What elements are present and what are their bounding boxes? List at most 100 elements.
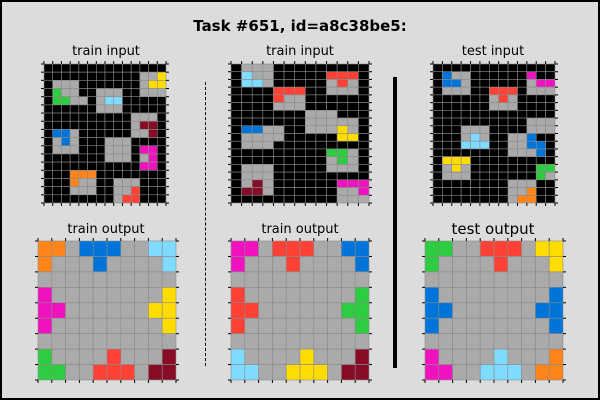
grid-cell <box>507 133 518 142</box>
grid-cell <box>43 169 54 179</box>
grid-cell <box>258 287 273 304</box>
grid-cell <box>517 179 528 188</box>
grid-cell <box>498 117 509 127</box>
grid-cell <box>69 169 80 179</box>
grid-cell <box>251 125 264 134</box>
grid-cell <box>442 194 453 204</box>
grid-cell <box>241 102 253 111</box>
grid-cell <box>526 171 537 181</box>
grid-cell <box>161 333 177 350</box>
grid-cell <box>122 120 132 130</box>
grid-cell <box>122 80 132 89</box>
grid-cell <box>493 271 509 288</box>
grid-cell <box>148 287 163 304</box>
grid-cell <box>452 302 467 319</box>
grid-cell <box>161 271 177 288</box>
grid-cell <box>460 187 471 196</box>
grid-cell <box>545 179 556 188</box>
grid-cell <box>122 112 132 122</box>
grid-cell <box>251 164 264 173</box>
grid-cell <box>273 171 285 181</box>
grid-cell <box>95 153 106 163</box>
grid-cell <box>313 302 328 319</box>
grid-cell <box>336 94 349 103</box>
grid-cell <box>104 137 115 147</box>
grid-cell <box>104 71 115 81</box>
grid-cell <box>451 102 462 111</box>
grid-cell <box>347 187 359 196</box>
grid-cell <box>69 129 80 138</box>
grid-cell <box>148 194 158 204</box>
grid-cell <box>424 333 440 350</box>
panel-label-train-output-1: train output <box>67 222 145 237</box>
grid-cell <box>470 86 481 96</box>
grid-cell <box>156 194 167 204</box>
grid-cell <box>498 110 509 119</box>
grid-cell <box>294 156 306 165</box>
grid-cell <box>95 120 106 130</box>
grid-cell <box>148 178 158 187</box>
grid-cell <box>230 125 242 134</box>
grid-cell <box>294 110 306 119</box>
grid-cell <box>148 104 158 114</box>
grid-cell <box>545 133 556 142</box>
grid-cell <box>251 156 264 165</box>
grid-cell <box>283 86 295 96</box>
grid-cell <box>244 271 259 288</box>
grid-cell <box>65 317 80 334</box>
grid-cell <box>69 96 80 106</box>
grid-cell <box>61 194 71 204</box>
grid-cell <box>517 102 528 111</box>
grid-cell <box>299 240 315 257</box>
grid-cell <box>230 164 242 173</box>
grid-cell <box>230 63 242 73</box>
grid-cell <box>545 94 556 103</box>
grid-cell <box>424 256 440 273</box>
grid-cell <box>52 71 62 81</box>
grid-cell <box>358 140 370 150</box>
grid-cell <box>52 145 62 155</box>
grid-cell <box>315 164 327 173</box>
grid-cell <box>92 348 108 365</box>
grid-cell <box>273 156 285 165</box>
grid-cell <box>87 194 97 204</box>
grid-cell <box>498 179 509 188</box>
grid-test-output <box>422 238 566 383</box>
grid-cell <box>95 145 106 155</box>
grid-cell <box>262 133 274 142</box>
grid-cell <box>294 171 306 181</box>
grid-cell <box>61 96 71 106</box>
grid-cell <box>526 117 537 127</box>
grid-cell <box>526 102 537 111</box>
grid-cell <box>139 186 149 196</box>
grid-cell <box>272 287 287 304</box>
grid-cell <box>241 148 253 157</box>
grid-cell <box>305 179 317 188</box>
grid-cell <box>489 156 499 165</box>
grid-cell <box>43 112 54 122</box>
grid-cell <box>122 169 132 179</box>
grid-cell <box>61 112 71 122</box>
grid-cell <box>315 94 327 103</box>
grid-cell <box>336 117 349 127</box>
grid-cell <box>241 156 253 165</box>
grid-cell <box>104 145 115 155</box>
grid-cell <box>51 348 66 365</box>
grid-cell <box>283 71 295 80</box>
grid-cell <box>241 133 253 142</box>
grid-cell <box>251 79 264 88</box>
grid-cell <box>87 129 97 138</box>
grid-cell <box>130 120 141 130</box>
grid-cell <box>326 194 338 204</box>
grid-cell <box>65 364 80 381</box>
grid-cell <box>526 156 537 165</box>
grid-cell <box>61 153 71 163</box>
grid-cell <box>327 240 342 257</box>
grid-cell <box>87 80 97 89</box>
grid-cell <box>442 148 453 157</box>
grid-cell <box>230 86 242 96</box>
grid-cell <box>69 71 80 81</box>
grid-cell <box>92 256 108 273</box>
grid-cell <box>315 63 327 73</box>
grid-cell <box>230 140 242 150</box>
